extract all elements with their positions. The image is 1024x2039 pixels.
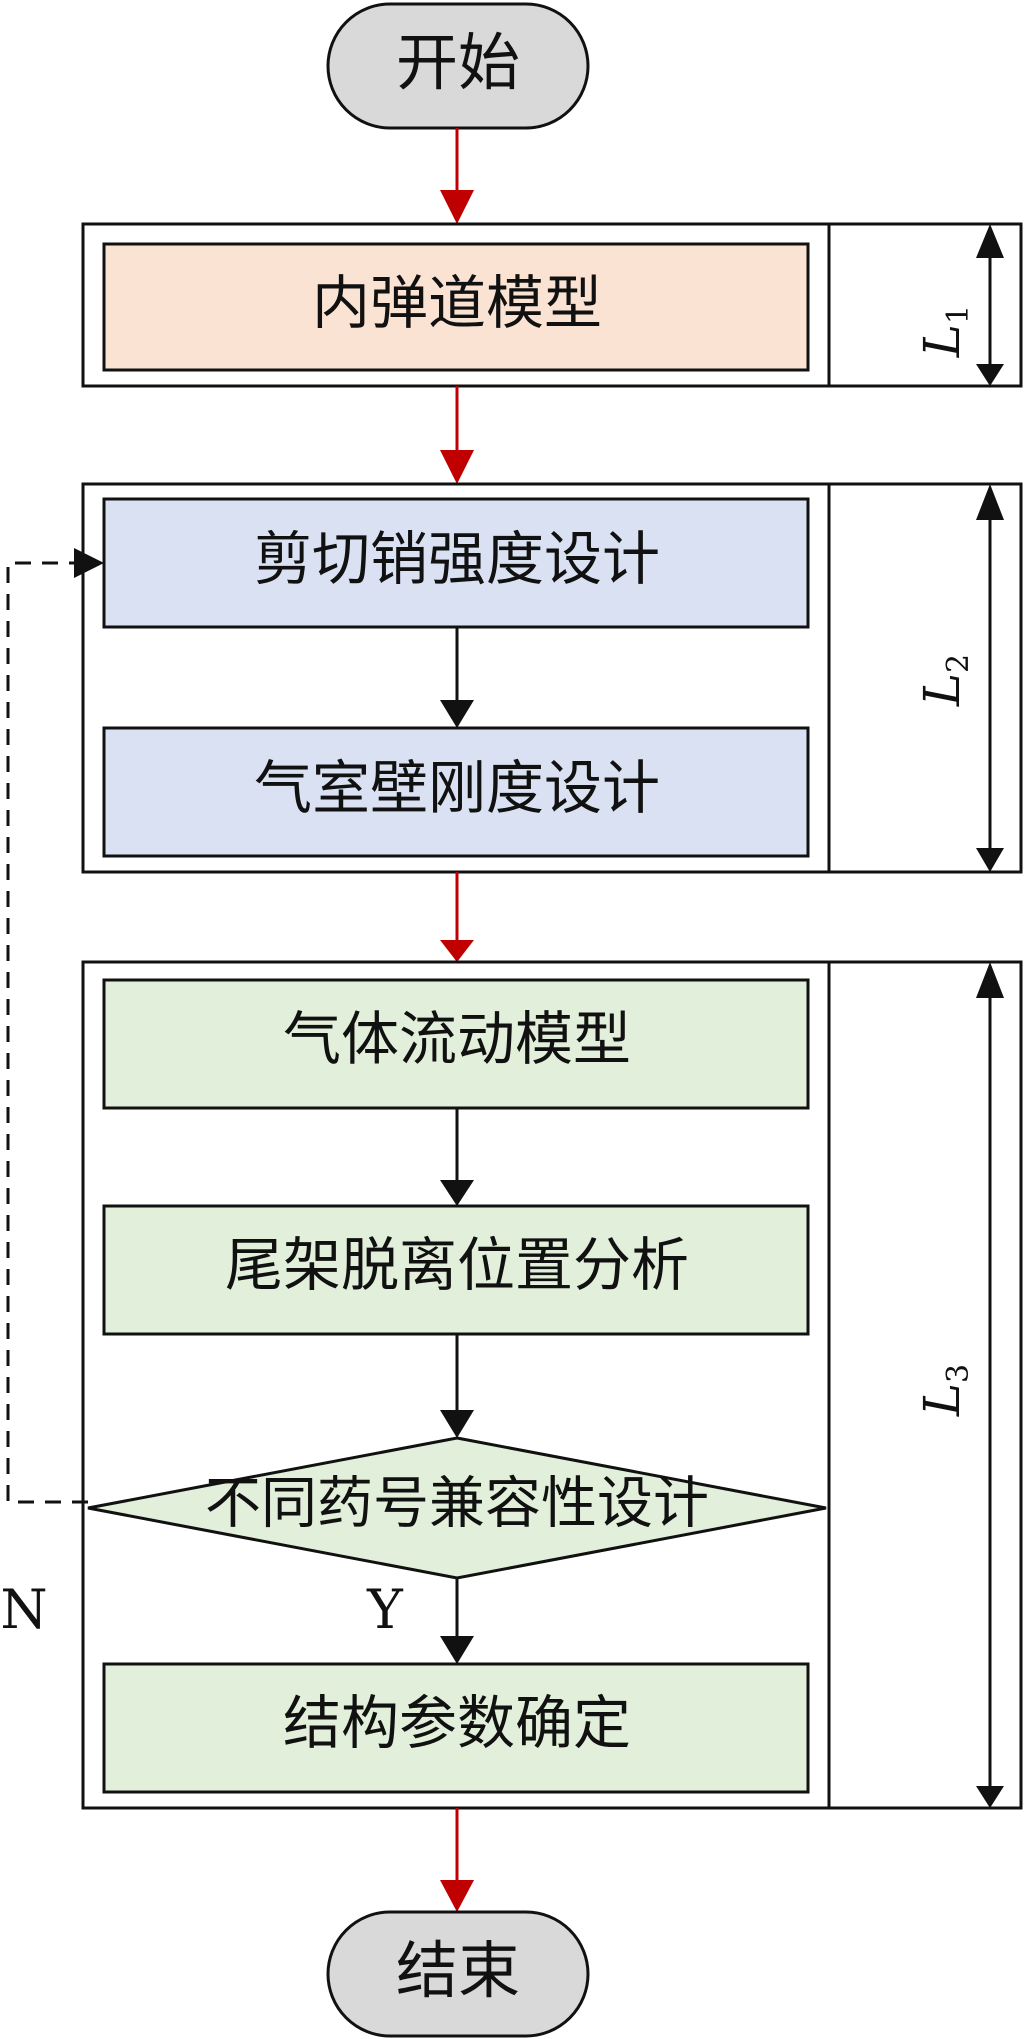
- chamber-wall-label: 气室壁刚度设计: [254, 754, 660, 822]
- dimension-l2-label: L2: [913, 654, 976, 707]
- gas-flow-label: 气体流动模型: [283, 1005, 631, 1073]
- internal-ballistics-box: [102, 242, 810, 372]
- svg-text:L3: L3: [913, 1364, 976, 1417]
- arrow-l2-to-l3: [440, 872, 474, 962]
- end-terminal: 结束: [326, 1910, 590, 2038]
- svg-text:L2: L2: [913, 654, 976, 707]
- l1-letter: L: [913, 324, 971, 358]
- tail-separation-box: [102, 1204, 810, 1336]
- dimension-l1-label: L1: [913, 305, 976, 358]
- params-box: [102, 1662, 810, 1794]
- start-terminal: 开始: [326, 2, 590, 130]
- section-l1: 内弹道模型 L1: [81, 222, 1023, 388]
- l2-sub: 2: [941, 654, 976, 673]
- shear-pin-label: 剪切销强度设计: [254, 525, 660, 593]
- no-label: N: [0, 1578, 47, 1641]
- dimension-l3-label: L3: [913, 1364, 976, 1417]
- feedback-loop-no: N: [0, 548, 104, 1641]
- arrow-l1-to-l2: [440, 386, 474, 484]
- start-label: 开始: [396, 26, 520, 99]
- svg-text:L1: L1: [913, 305, 976, 358]
- yes-label: Y: [366, 1578, 404, 1641]
- params-label: 结构参数确定: [283, 1689, 631, 1757]
- tail-separation-label: 尾架脱离位置分析: [225, 1231, 689, 1299]
- end-label: 结束: [396, 1934, 520, 2007]
- l2-letter: L: [913, 673, 971, 707]
- l1-sub: 1: [941, 305, 976, 324]
- chamber-wall-box: [102, 726, 810, 858]
- l3-letter: L: [913, 1383, 971, 1417]
- section-l2: 剪切销强度设计 气室壁刚度设计 L2: [81, 482, 1023, 874]
- l3-sub: 3: [941, 1364, 976, 1383]
- section-l3: 气体流动模型 尾架脱离位置分析 不同药号兼容性设计 Y 结构参数确定 L3: [81, 960, 1023, 1810]
- internal-ballistics-label: 内弹道模型: [312, 269, 602, 337]
- arrow-l3-to-end: [440, 1808, 474, 1912]
- arrow-start-to-l1: [440, 128, 474, 224]
- gas-flow-box: [102, 978, 810, 1110]
- compatibility-label: 不同药号兼容性设计: [205, 1472, 709, 1537]
